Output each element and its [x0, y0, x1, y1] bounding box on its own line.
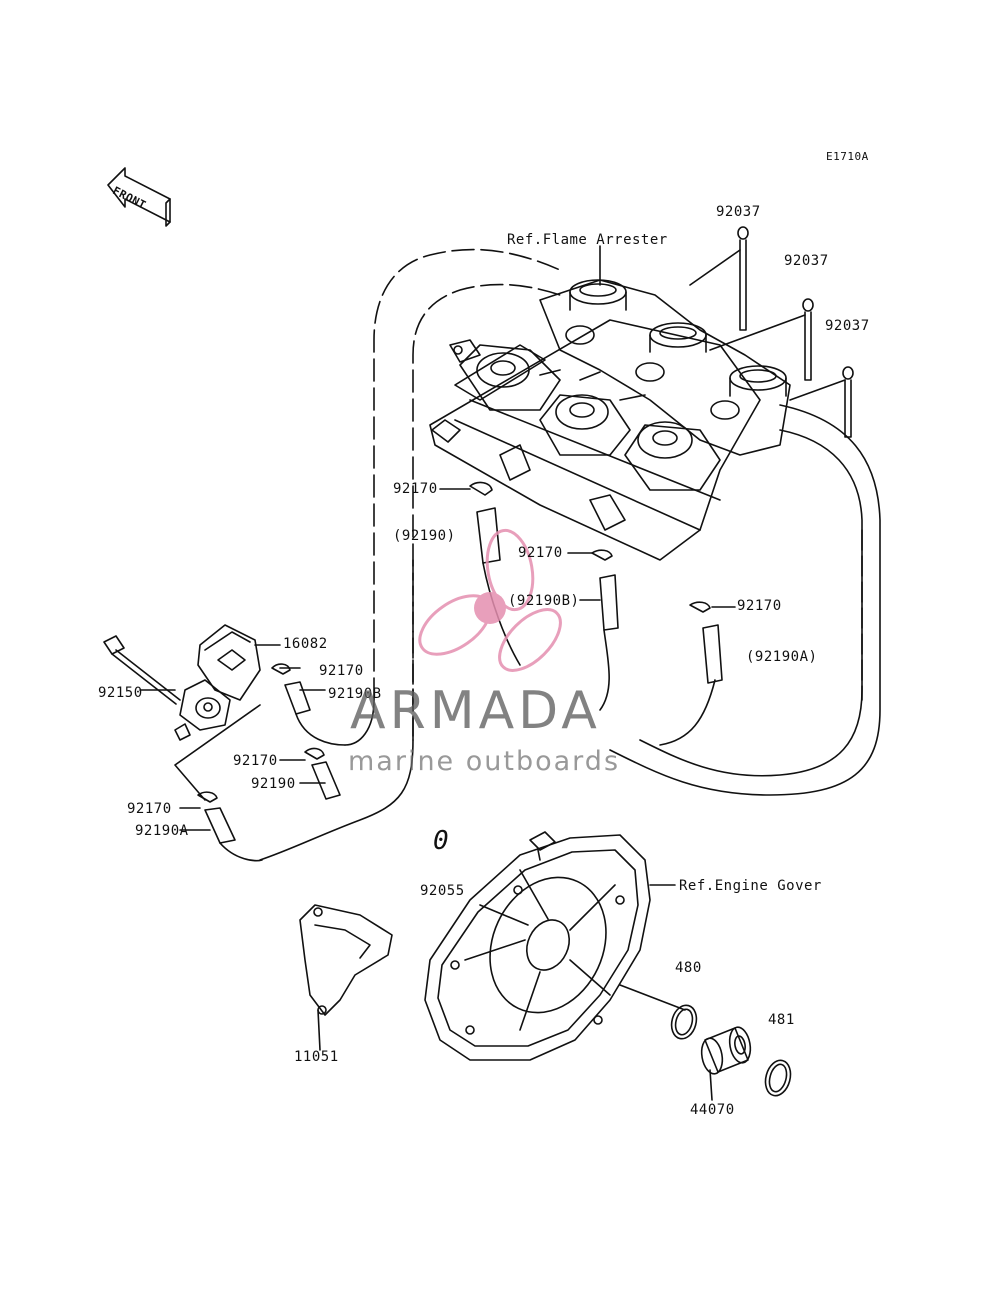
part-label-92055: 92055: [420, 883, 465, 899]
part-label-92190: 92190: [251, 776, 296, 792]
carburetor-assembly: [429, 319, 761, 561]
bearing-44070: [700, 1026, 752, 1075]
part-label-92190-paren: (92190): [393, 528, 456, 544]
bolt-92150: [103, 635, 181, 705]
part-label-92170-a: 92170: [393, 481, 438, 497]
ref-flame-arrester-label: Ref.Flame Arrester: [507, 232, 668, 248]
part-label-92190A-paren: (92190A): [746, 649, 818, 665]
flame-arrester-flanges: [539, 279, 791, 456]
part-label-92170-d: 92170: [319, 663, 364, 679]
part-label-92037-a: 92037: [716, 204, 761, 220]
bolt-92037-c: [789, 366, 854, 438]
part-label-92170-e: 92170: [233, 753, 278, 769]
hose-92190-left: [304, 747, 341, 800]
note-mark: 0: [433, 826, 450, 856]
front-arrow-icon: [107, 167, 171, 227]
watermark-title: ARMADA: [350, 681, 601, 741]
circlip-481: [764, 1059, 792, 1097]
pump-16082: [174, 624, 261, 741]
hose-92190A: [689, 601, 723, 684]
part-label-92190B-paren: (92190B): [508, 593, 580, 609]
part-label-16082: 16082: [283, 636, 328, 652]
part-label-92037-c: 92037: [825, 318, 870, 334]
ref-engine-gover-label: Ref.Engine Gover: [679, 878, 822, 894]
cooling-hose-right: [609, 404, 881, 796]
bolt-92037-b: [709, 298, 814, 381]
circlip-480: [670, 1004, 698, 1040]
part-label-11051: 11051: [294, 1049, 339, 1065]
part-label-92037-b: 92037: [784, 253, 829, 269]
hose-92190B: [591, 549, 619, 711]
cooling-hose-loop: [259, 248, 561, 861]
part-label-480: 480: [675, 960, 702, 976]
hose-92190: [469, 481, 521, 666]
engine-gover: [424, 831, 651, 1061]
hose-92190A-left: [174, 704, 263, 862]
part-label-92190B: 92190B: [328, 686, 382, 702]
part-label-44070: 44070: [690, 1102, 735, 1118]
bracket-11051: [299, 904, 393, 1016]
watermark-subtitle: marine outboards: [348, 746, 621, 777]
part-label-92170-f: 92170: [127, 801, 172, 817]
bolt-92037-a: [689, 226, 749, 331]
part-label-92190A: 92190A: [135, 823, 189, 839]
hose-92190B-left: [271, 663, 346, 746]
part-label-92170-c: 92170: [737, 598, 782, 614]
part-label-92170-b: 92170: [518, 545, 563, 561]
diagram-code: E1710A: [826, 150, 869, 163]
leader-lines: [139, 245, 736, 1101]
part-label-481: 481: [768, 1012, 795, 1028]
part-label-92150: 92150: [98, 685, 143, 701]
watermark-logo-icon: [418, 528, 562, 672]
